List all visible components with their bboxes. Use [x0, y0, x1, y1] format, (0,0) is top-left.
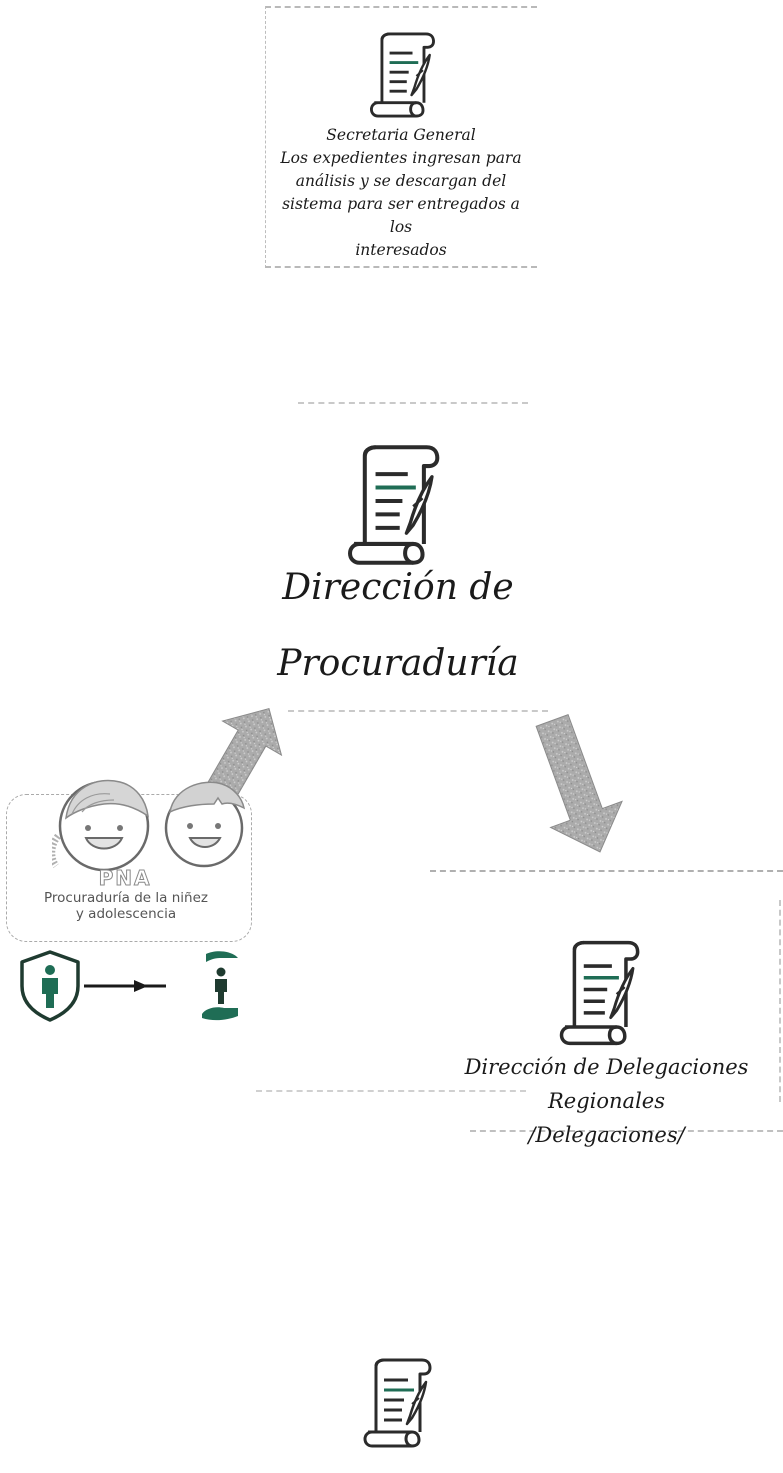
- box-right-border: [779, 900, 781, 1102]
- document-scroll-icon: [367, 32, 437, 118]
- node-direccion-procuraduria: Dirección de Procuraduría: [238, 402, 558, 712]
- procuraduria-line-2: Procuraduría: [277, 643, 519, 684]
- pna-flow-icons: [20, 950, 238, 1022]
- delegaciones-line-1: Dirección de Delegaciones: [464, 1055, 749, 1079]
- procuraduria-line-1: Dirección de: [282, 567, 514, 608]
- document-scroll-icon: [558, 932, 640, 1054]
- box-top-border: [298, 402, 528, 404]
- node-pna: PNA Procuraduría de la niñez y adolescen…: [0, 770, 252, 1022]
- document-scroll-icon: [362, 1358, 432, 1448]
- delegaciones-line-2: Regionales: [547, 1089, 665, 1113]
- box-left-border: [265, 6, 266, 268]
- pna-subtitle-line-1: Procuraduría de la niñez: [44, 890, 208, 906]
- node-bottom-document: [236, 1090, 556, 1473]
- box-top-border: [430, 870, 783, 872]
- node-direccion-delegaciones: Dirección de Delegaciones Regionales /De…: [430, 870, 783, 1147]
- secretaria-title: Secretaria General: [326, 126, 476, 144]
- box-top-border: [256, 1090, 526, 1092]
- delegaciones-line-3: /Delegaciones/: [528, 1123, 685, 1147]
- secretaria-line-4: interesados: [355, 241, 447, 259]
- procuraduria-text: Dirección de Procuraduría: [238, 550, 558, 702]
- child-shield-icon: [20, 950, 80, 1022]
- pna-subtitle-line-2: y adolescencia: [75, 906, 177, 922]
- boy-face-icon: [164, 781, 246, 868]
- node-secretaria-general: Secretaria General Los expedientes ingre…: [265, 6, 537, 268]
- secretaria-line-1: Los expedientes ingresan para: [280, 149, 522, 167]
- box-top-border: [265, 6, 537, 8]
- secretaria-line-2: análisis y se descargan del: [295, 172, 507, 190]
- pna-subtitle: Procuraduría de la niñez y adolescencia: [0, 890, 252, 922]
- delegaciones-text: Dirección de Delegaciones Regionales /De…: [430, 1050, 783, 1152]
- secretaria-line-3: sistema para ser entregados a los: [282, 195, 520, 236]
- box-bottom-border: [288, 710, 548, 712]
- pna-title: PNA: [98, 866, 152, 891]
- box-bottom-border: [265, 266, 537, 268]
- arrow-right-icon: [84, 980, 166, 992]
- girl-face-icon: [52, 779, 150, 872]
- down-arrow-shape: [535, 713, 623, 853]
- child-in-hands-icon: [202, 951, 238, 1021]
- box-bottom-border: [470, 1130, 783, 1132]
- secretaria-text: Secretaria General Los expedientes ingre…: [271, 124, 531, 262]
